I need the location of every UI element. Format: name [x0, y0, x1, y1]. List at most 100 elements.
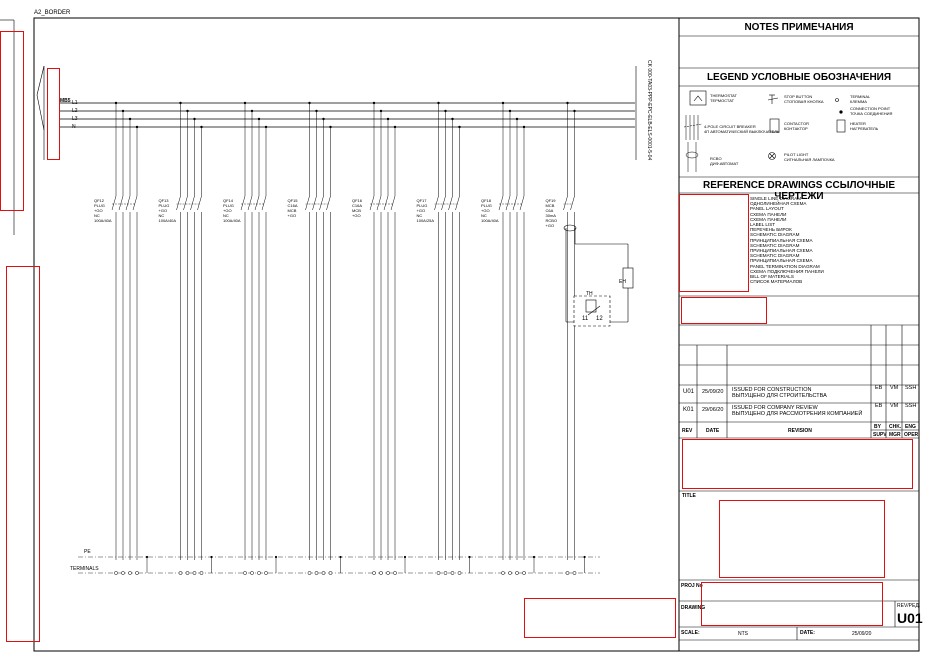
- feeder-wire: [197, 195, 202, 211]
- connection-point: [274, 555, 278, 559]
- breaker-desc: 100A/40A: [223, 218, 241, 223]
- breaker-desc: 30mA: [545, 213, 556, 218]
- breaker-desc: +GO: [223, 208, 232, 213]
- redaction-box: [719, 500, 885, 578]
- breaker-desc: PLUG: [223, 203, 234, 208]
- border-label: A2_BORDER: [34, 10, 71, 16]
- rev-label: REV/РЕД.: [897, 603, 921, 609]
- connection-point: [339, 555, 342, 559]
- terminal: [501, 571, 505, 575]
- redaction-box: [6, 266, 40, 642]
- breaker-desc: MCB: [287, 208, 297, 213]
- breaker-desc: NC: [223, 213, 229, 218]
- connection-point: [210, 555, 213, 559]
- connection-point: [532, 555, 536, 559]
- breaker-id: QF13: [158, 198, 169, 203]
- date-label: DATE:: [800, 630, 815, 636]
- feeder-wire: [441, 195, 446, 211]
- terminals-label: TERMINALS: [70, 566, 99, 572]
- terminal: [243, 571, 247, 575]
- reference-item: SCHEMATIC DIAGRAM: [750, 232, 800, 238]
- rev-text: ВЫПУЩЕНО ДЛЯ РАССМОТРЕНИЯ КОМПАНИЕЙ: [732, 411, 863, 417]
- revision-header: REVISION: [788, 428, 812, 434]
- feeder-wire: [132, 195, 138, 211]
- breaker-desc: PLUG: [158, 203, 170, 208]
- eng-header: ENG: [905, 424, 916, 430]
- cable-ref: CK 000-TA03-PPP-EPC-ELB-ELS-0001-5-04: [646, 60, 652, 161]
- terminal: [450, 571, 455, 575]
- redaction-box: [524, 598, 676, 638]
- rev-date: 29/06/20: [702, 407, 724, 413]
- reference-item: ПРИНЦИПИАЛЬНАЯ СХЕМА: [750, 237, 813, 243]
- terminal: [372, 571, 376, 575]
- phase-label: L3: [72, 116, 78, 122]
- breaker-desc: RCBO: [545, 218, 558, 223]
- phase-label: L1: [72, 100, 78, 106]
- breaker-desc: 100A/25A: [416, 218, 435, 223]
- feeder-wire: [176, 195, 181, 211]
- reference-item: SCHEMATIC DIAGRAM: [750, 242, 800, 248]
- feeder-wire: [305, 195, 310, 211]
- feeder-wire: [247, 195, 253, 211]
- breaker-desc: MCB: [545, 203, 555, 208]
- terminal: [178, 571, 183, 575]
- rev-text: ISSUED FOR COMPANY REVIEW: [732, 405, 818, 411]
- terminal: [192, 571, 197, 575]
- mgr-header: MGR: [889, 432, 901, 438]
- feeder-wire: [240, 195, 246, 211]
- connection-point: [583, 555, 586, 559]
- terminal: [128, 571, 132, 575]
- terminal: [457, 571, 462, 575]
- rev-header: REV: [682, 428, 693, 434]
- feeder-wire: [570, 195, 575, 211]
- breaker-id: QF15: [287, 198, 298, 203]
- breaker-desc: C16A: [287, 203, 298, 208]
- feeder-wire: [261, 195, 267, 211]
- notes-title: NOTES ПРИМЕЧАНИЯ: [744, 22, 854, 33]
- title-label: TITLE: [682, 493, 696, 499]
- feeder-wire: [326, 195, 331, 211]
- feeder-wire: [376, 195, 382, 211]
- breaker-id: QF12: [94, 198, 105, 203]
- feeder-wire: [563, 195, 568, 211]
- date-header: DATE: [706, 428, 720, 434]
- reference-item: ОДНОЛИНЕЙНАЯ СХЕМА: [750, 201, 807, 207]
- contact-number: 12: [596, 316, 603, 322]
- proj-label: PROJ No: [681, 583, 703, 589]
- rev-code: K01: [683, 407, 694, 413]
- breaker-desc: +GO: [158, 208, 168, 213]
- drawing-label: DRAWING: [681, 605, 706, 611]
- rev-date: 25/09/20: [702, 389, 724, 395]
- breaker-desc: +GO: [545, 223, 555, 228]
- breaker-desc: MCB: [352, 208, 361, 213]
- reference-item: СХЕМА ПАНЕЛИ: [750, 216, 787, 222]
- redaction-box: [47, 68, 60, 160]
- supv-header: SUPV: [873, 432, 887, 438]
- rev-by: EB: [875, 403, 883, 409]
- feeder-wire: [434, 195, 439, 211]
- terminal: [135, 571, 139, 575]
- breaker-desc: PLUG: [416, 203, 428, 208]
- breaker-id: QF16: [352, 198, 363, 203]
- redaction-box: [682, 439, 913, 489]
- breaker-id: QF14: [223, 198, 234, 203]
- breaker-desc: +GO: [416, 208, 426, 213]
- breaker-desc: +GO: [481, 208, 490, 213]
- feeder-wire: [190, 195, 195, 211]
- reference-item: ПРИНЦИПИАЛЬНАЯ СХЕМА: [750, 248, 813, 254]
- terminal: [436, 571, 441, 575]
- reference-item: ПЕРЕЧЕНЬ БИРОК: [750, 227, 792, 233]
- reference-item: PANEL LAYOUT: [750, 206, 784, 212]
- breaker-desc: +GO: [287, 213, 297, 218]
- terminal: [185, 571, 190, 575]
- feeder-wire: [390, 195, 396, 211]
- terminal: [328, 571, 333, 575]
- terminal: [508, 571, 512, 575]
